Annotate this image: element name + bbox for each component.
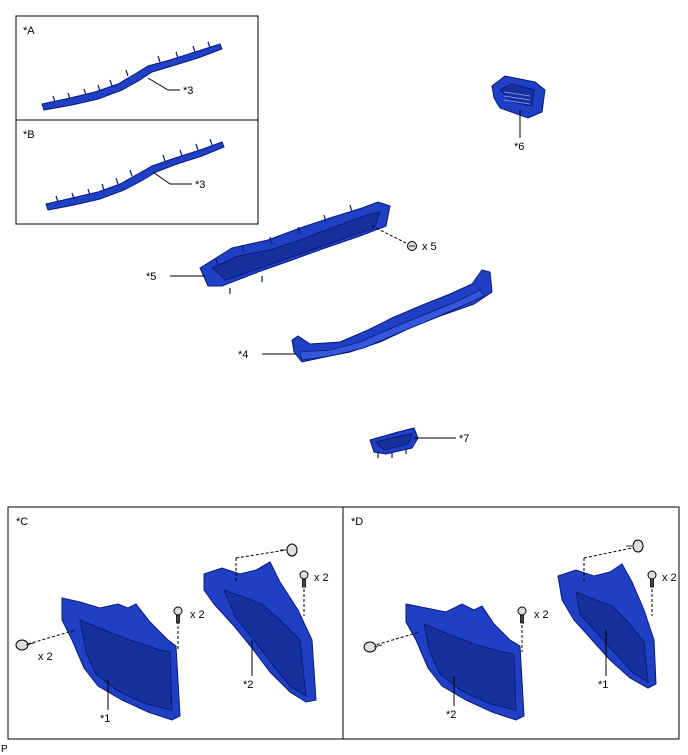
panel-d-frame [342, 506, 680, 740]
panel-d: *D x 2 *2 x 2 *1 [342, 506, 680, 740]
garnish-strip-a-clips [52, 41, 211, 103]
callout-7: *7 [459, 433, 469, 445]
garnish-strip-a [41, 43, 223, 111]
c-left-screw-icon [173, 606, 183, 624]
callout-c2: *2 [243, 679, 253, 691]
panel-c-label: *C [16, 516, 28, 528]
d-right-screw-qty: x 2 [662, 572, 677, 584]
c-right-screw-icon [299, 570, 309, 588]
d-right-clip-icon [626, 539, 644, 553]
callout-d1: *1 [598, 679, 608, 691]
d-left-screw-icon [517, 606, 527, 624]
c-right-screw-qty: x 2 [314, 572, 329, 584]
callout-5: *5 [146, 271, 156, 283]
d-left-clip-icon [363, 641, 383, 653]
trim-part-4: *4 [238, 269, 493, 363]
garnish-strip-b [45, 141, 225, 211]
c-right-clip-icon [280, 543, 298, 557]
c-left-clip-qty: x 2 [38, 651, 53, 663]
panel-a: *A *3 [15, 15, 259, 121]
air-vent: *6 [491, 75, 546, 153]
panel-b-frame [15, 119, 259, 225]
callout-4: *4 [238, 349, 248, 361]
tray-part-5: *5 x 5 [146, 201, 437, 294]
callout-3a-leader [147, 77, 180, 91]
callout-d2: *2 [446, 709, 456, 721]
clip-5-quantity: x 5 [422, 241, 437, 253]
panel-c: *C x 2 x 2 *1 x 2 *2 [7, 506, 344, 740]
footer-code: P [1, 744, 8, 755]
bracket-part-7: *7 [369, 427, 469, 458]
callout-3b-leader [152, 171, 192, 185]
panel-b-label: *B [23, 129, 35, 141]
d-right-screw-icon [647, 570, 657, 588]
garnish-strip-b-clips [55, 138, 213, 203]
panel-b: *B *3 [15, 119, 259, 225]
callout-6: *6 [514, 141, 524, 153]
panel-a-label: *A [23, 25, 35, 37]
clip-icon [407, 241, 417, 251]
callout-c1: *1 [100, 713, 110, 725]
panel-d-label: *D [351, 516, 363, 528]
d-left-screw-qty: x 2 [534, 609, 549, 621]
clip-5-dashline [371, 225, 409, 245]
c-left-screw-qty: x 2 [190, 609, 205, 621]
callout-3a: *3 [183, 85, 193, 97]
c-left-clip-icon [15, 639, 35, 651]
callout-3b: *3 [195, 179, 205, 191]
